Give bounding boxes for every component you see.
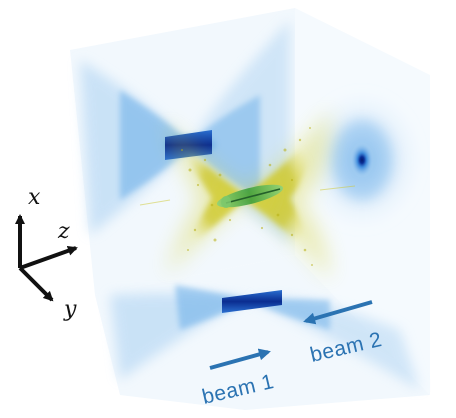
floor-projection-bar	[222, 290, 282, 313]
particle-speckles	[181, 127, 313, 266]
right-wall-projection	[295, 8, 430, 395]
right-projection-spot	[350, 142, 374, 178]
x-axis-label: x	[28, 185, 41, 210]
beam-2-arrow	[303, 300, 373, 325]
floor-projection	[95, 255, 430, 410]
z-axis-arrow	[19, 245, 78, 270]
coordinate-axes: x z y	[15, 185, 78, 322]
y-axis-arrow	[18, 266, 54, 302]
y-axis-label: y	[63, 297, 77, 322]
interaction-core	[216, 184, 284, 208]
beam-1-arrow	[209, 348, 271, 370]
z-axis-label: z	[57, 219, 70, 244]
